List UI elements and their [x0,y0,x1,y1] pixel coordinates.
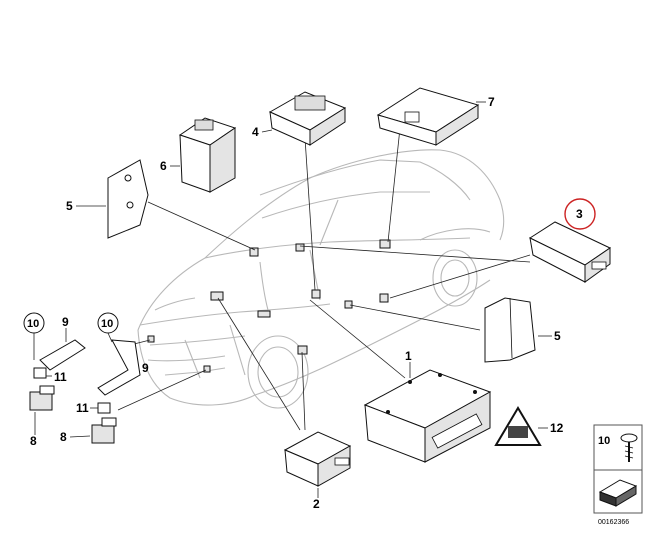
screw-icon [620,433,638,462]
legend-number: 10 [598,435,610,447]
callouts: 1 2 3 4 5 5 6 7 8 8 9 9 10 10 11 11 [23,95,596,511]
callout-5-right: 5 [554,329,561,343]
callout-1: 1 [405,349,412,363]
arrow-plate-icon [598,479,638,507]
part-8-sensor-a [29,385,55,411]
part-6-module [178,117,237,193]
part-9-bracket-b [97,339,141,396]
part-11-clip-b [97,402,111,414]
callout-10-a: 10 [27,318,39,330]
part-2-module [283,431,352,487]
callout-7: 7 [488,95,495,109]
callout-4: 4 [252,125,259,139]
car-connectors [147,239,391,373]
callout-3-highlight-circle [564,198,596,230]
part-12-warning-label [494,406,542,446]
callout-11-a: 11 [54,370,67,384]
reference-number: 00162366 [598,519,629,526]
part-11-clip-a [33,367,47,379]
part-5-bracket-left [107,159,149,239]
callout-3: 3 [576,207,583,221]
part-7-module [376,87,480,146]
callout-6: 6 [160,159,167,173]
callout-9-a: 9 [62,315,69,329]
part-3-module [528,221,612,283]
part-9-bracket-a [39,339,86,371]
callout-8-a: 8 [30,434,37,448]
callout-9-b: 9 [142,361,149,375]
part-8-sensor-b [91,417,117,444]
part-5-bracket-right [484,297,536,363]
part-1-control-unit [363,369,492,463]
callout-2: 2 [313,497,320,511]
callout-10-b: 10 [101,318,113,330]
legend-box: 10 00162366 [593,424,643,526]
car-outline [137,149,505,409]
callout-11-b: 11 [76,401,89,415]
callout-12: 12 [550,421,564,435]
callout-5-left: 5 [66,199,73,213]
part-4-module [268,91,347,146]
leader-lines [117,127,531,431]
callout-8-b: 8 [60,430,67,444]
